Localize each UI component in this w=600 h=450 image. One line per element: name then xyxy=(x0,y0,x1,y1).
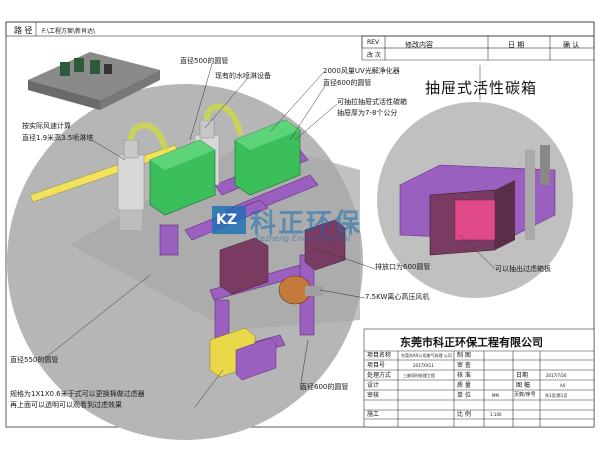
annotation-uv: 2000风量UV光解净化器 xyxy=(323,67,400,75)
annotation-dia550: 直径550的圆管 xyxy=(10,356,59,364)
annotation-duct500: 直径500的圆管 xyxy=(180,57,229,65)
spray-tower-left xyxy=(117,139,145,230)
tb-construct-label: 施工 xyxy=(367,411,380,418)
confirm-label: 确 认 xyxy=(563,41,580,49)
header-table xyxy=(5,21,595,61)
logo-badge xyxy=(212,206,246,234)
tb-unit-value: MM xyxy=(492,393,499,398)
tb-scale-label: 比 例 xyxy=(457,411,471,418)
tb-sheet-value: 共1页/第1页 xyxy=(545,393,568,398)
path-label: 路 径 xyxy=(14,26,33,35)
detail-carbon-box xyxy=(399,145,556,256)
annotation-spray: 现有的水喷淋设备 xyxy=(215,72,271,80)
carbon-box-right xyxy=(304,219,346,271)
tb-sheet-label: 页数/序号 xyxy=(514,392,536,398)
uv-purifier-1 xyxy=(149,139,216,216)
tb-drawn-label: 制 图 xyxy=(457,352,471,359)
annotation-filter-2: 再上面可以透明可以观看到过虑效果 xyxy=(10,401,122,409)
tb-unit-label: 单 位 xyxy=(457,392,471,399)
annotation-carbon-1: 可抽拉抽屉式活性碳箱 xyxy=(337,98,407,106)
overview-thumbnail xyxy=(28,52,160,110)
annotation-dia600: 直径600的圆管 xyxy=(323,79,372,87)
filter-unit xyxy=(209,327,277,381)
tb-project-no-value: 2017XX11 xyxy=(413,363,434,368)
tb-size-value: A4 xyxy=(560,383,566,388)
tb-approve-label: 核 准 xyxy=(457,372,471,379)
date-label: 日 期 xyxy=(508,41,525,49)
tower-pipes xyxy=(128,103,243,151)
logo-mark: KZ xyxy=(216,212,237,228)
tb-project-name-label: 项目名称 xyxy=(367,352,392,359)
tb-date-label: 日期 xyxy=(516,372,529,379)
annotation-measure-2: 直径1.9米高3.5喷淋塔 xyxy=(22,134,94,142)
logo-name: 科正环保 xyxy=(250,209,363,239)
annotation-carbon-2: 抽屉厚为7-8个公分 xyxy=(337,109,398,117)
tb-review-label: 审 查 xyxy=(457,362,471,369)
path-value: F:\工程方案\新肖达\ xyxy=(42,28,96,35)
annotation-dia600b: 直径600的圆管 xyxy=(300,383,349,391)
change-label: 改 次 xyxy=(367,52,381,59)
tb-quality-label: 质 量 xyxy=(457,382,471,389)
tb-size-label: 图 幅 xyxy=(516,382,530,389)
tb-process-label: 处理方式 xyxy=(367,372,392,379)
rev-label: REV xyxy=(367,39,380,46)
company-name: 东莞市科正环保工程有限公司 xyxy=(400,336,543,349)
tb-project-no-label: 项目号 xyxy=(367,362,386,369)
tb-design-label: 设计 xyxy=(367,382,380,389)
annotation-fan: 7.5KW离心高压风机 xyxy=(365,293,430,301)
tb-check-label: 审核 xyxy=(367,392,380,399)
logo-english: Kezheng Environmental xyxy=(255,234,351,243)
centrifugal-fan xyxy=(278,275,323,305)
leader-lines xyxy=(39,63,496,408)
title-block-table xyxy=(363,328,595,428)
tb-date-value: 2017/7/26 xyxy=(546,373,567,378)
annotation-filter-1: 规格为1X1X0.6米于式可以更换棉做过虑器 xyxy=(10,390,145,398)
annotation-outlet: 排放口为600圆管 xyxy=(375,263,431,271)
modify-label: 修改内容 xyxy=(405,41,433,49)
tb-scale-value: 1:100 xyxy=(490,412,502,417)
carbon-box-left xyxy=(219,237,269,295)
uv-purifier-2 xyxy=(234,119,301,196)
detail-note: 可以抽出过虑箱板 xyxy=(495,265,551,273)
detail-title: 抽屉式活性碳箱 xyxy=(425,79,538,97)
tb-process-value: 三废同时处理工程 xyxy=(403,373,435,378)
annotation-measure-1: 按实际风速计算 xyxy=(22,122,71,130)
tb-project-name-value: 东莞市XX公司废气处理 公司 xyxy=(401,353,452,358)
